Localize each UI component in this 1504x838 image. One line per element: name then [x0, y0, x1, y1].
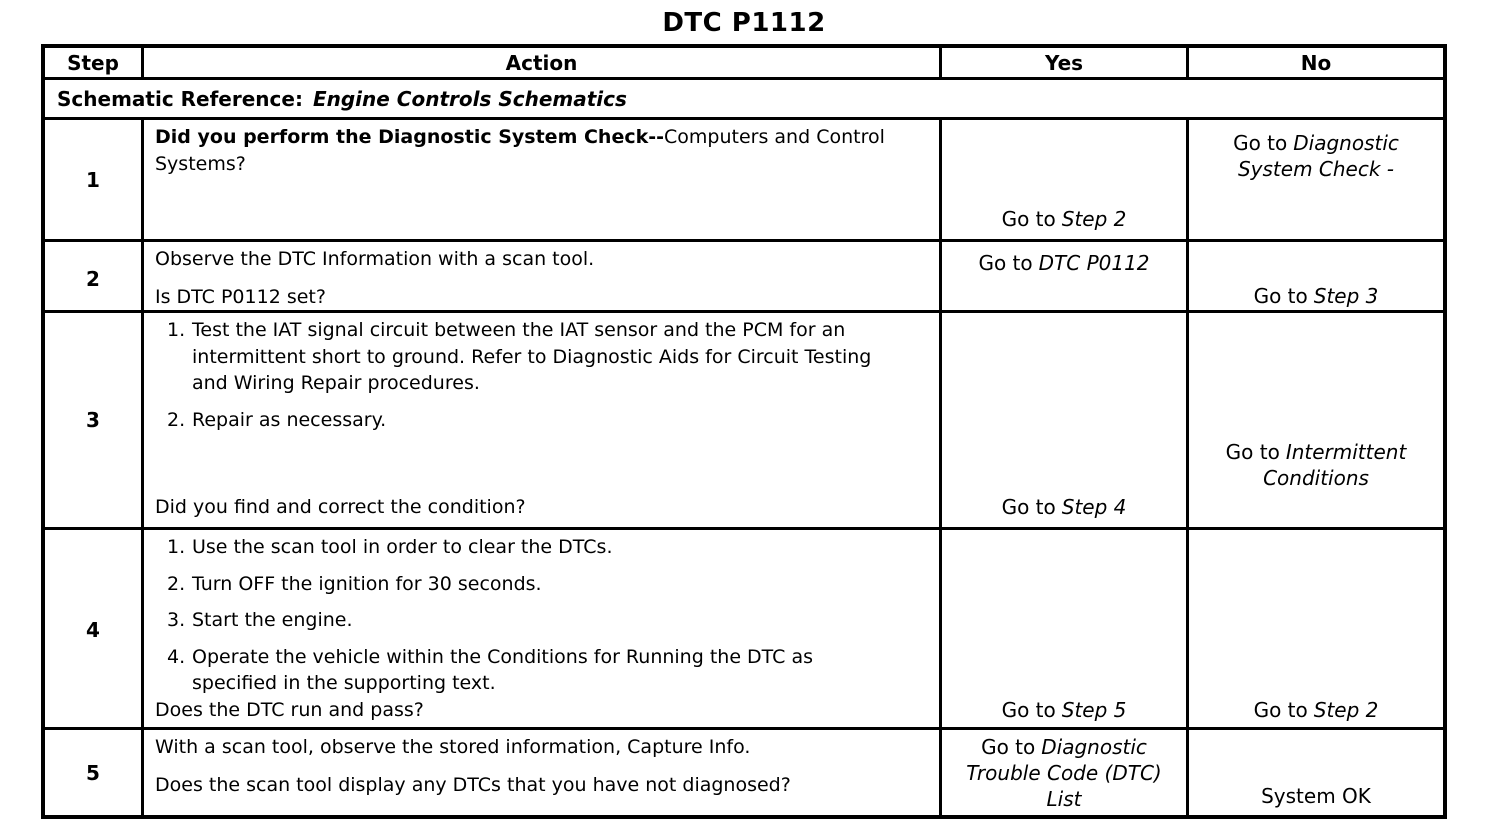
header-step: Step: [45, 48, 144, 77]
header-action: Action: [144, 48, 942, 77]
numbered-list-item: 2. Turn OFF the ignition for 30 seconds.: [167, 572, 542, 595]
no-cell: System OK: [1189, 730, 1443, 816]
status-text: System OK: [1261, 784, 1371, 808]
header-yes: Yes: [942, 48, 1189, 77]
table-header-row: Step Action Yes No: [45, 48, 1443, 80]
table-row: 3 1. Test the IAT signal circuit between…: [45, 313, 1443, 530]
action-question: Did you perform the Diagnostic System Ch…: [155, 126, 885, 175]
action-cell: 1. Test the IAT signal circuit between t…: [144, 313, 942, 527]
action-cell: Observe the DTC Information with a scan …: [144, 242, 942, 317]
table-row: 1 Did you perform the Diagnostic System …: [45, 120, 1443, 242]
action-question: Does the scan tool display any DTCs that…: [155, 773, 791, 796]
table-row: 2 Observe the DTC Information with a sca…: [45, 242, 1443, 317]
diagnostic-table: Step Action Yes No Schematic Reference: …: [41, 44, 1447, 819]
step-cell: 4: [45, 530, 144, 730]
page-title: DTC P1112: [662, 8, 826, 38]
action-question: Is DTC P0112 set?: [155, 285, 326, 308]
numbered-list-item: 3. Start the engine.: [167, 609, 353, 632]
step-cell: 5: [45, 730, 144, 816]
step-cell: 3: [45, 313, 144, 527]
numbered-list-item: 4. Operate the vehicle within the Condit…: [167, 645, 814, 695]
schematic-reference-cell: Schematic Reference: Engine Controls Sch…: [45, 80, 1443, 117]
table-row: 5 With a scan tool, observe the stored i…: [45, 730, 1443, 816]
numbered-list-item: 1. Test the IAT signal circuit between t…: [167, 319, 872, 395]
schematic-reference-row: Schematic Reference: Engine Controls Sch…: [45, 80, 1443, 120]
action-cell: Did you perform the Diagnostic System Ch…: [144, 120, 942, 239]
numbered-list-item: 1. Use the scan tool in order to clear t…: [167, 536, 613, 558]
action-cell: 1. Use the scan tool in order to clear t…: [144, 530, 942, 730]
action-cell: With a scan tool, observe the stored inf…: [144, 730, 942, 816]
header-no: No: [1300, 50, 1332, 75]
action-line: Observe the DTC Information with a scan …: [155, 248, 595, 270]
action-line: With a scan tool, observe the stored inf…: [155, 736, 751, 758]
step-cell: 1: [45, 120, 144, 239]
schematic-reference-label: Schematic Reference:: [57, 86, 303, 111]
numbered-list-item: 2. Repair as necessary.: [167, 408, 387, 431]
step-cell: 2: [45, 242, 144, 317]
table-row: 4 1. Use the scan tool in order to clear…: [45, 530, 1443, 730]
action-question: Did you find and correct the condition?: [155, 496, 526, 519]
action-question: Does the DTC run and pass?: [155, 698, 424, 721]
schematic-reference-value: Engine Controls Schematics: [312, 86, 627, 111]
